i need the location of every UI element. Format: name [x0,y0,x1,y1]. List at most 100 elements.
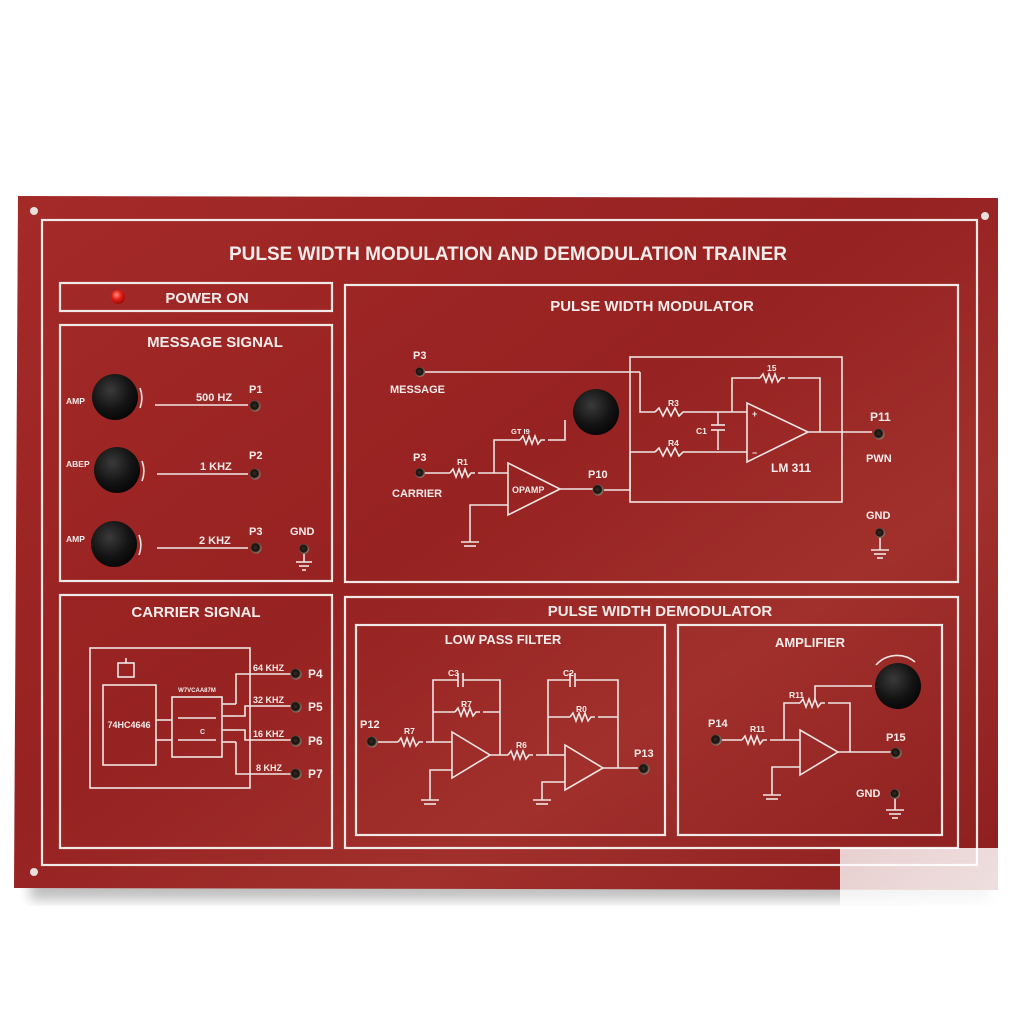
pot-label: GT I9 [511,427,530,436]
lpf-title: LOW PASS FILTER [445,632,562,647]
amplifier-opamp [799,728,840,777]
demodulator-title: PULSE WIDTH DEMODULATOR [548,603,773,620]
opamp-triangle [507,461,562,517]
carrier-signal-panel: CARRIER SIGNAL 74HC4646 W7VCAA87M C 64 K… [58,593,334,850]
jack-p5[interactable] [290,701,302,713]
jack-p15[interactable] [890,747,902,759]
jack-gnd-message[interactable] [299,544,309,554]
port-label: P2 [249,450,262,462]
modulator-title: PULSE WIDTH MODULATOR [550,298,754,315]
cap-label: C1 [696,426,707,436]
freq-label: 500 HZ [196,392,232,404]
jack-gnd-modulator[interactable] [875,528,885,538]
pcb-board [14,196,998,890]
resistor-label: R11 [789,690,804,700]
svg-text:+: + [752,409,757,419]
pwm-label: PWN [866,453,892,465]
lpf-opamp-1 [451,730,492,780]
port-label: P13 [634,748,654,760]
port-label: P10 [588,469,608,481]
knob-label: AMP [66,534,85,544]
port-label: P11 [870,410,891,424]
mounting-hole-icon [981,212,989,220]
port-label: P7 [308,767,323,781]
svg-text:−: − [752,448,757,458]
cap-label: C [200,729,205,736]
amplitude-knob-2khz[interactable] [91,521,137,567]
lpf-opamp-2 [564,743,605,792]
jack-p6[interactable] [290,735,302,747]
port-label: P12 [360,719,380,731]
resistor-label: R6 [516,740,527,750]
oscillator-chip [102,684,157,766]
freq-label: 32 KHZ [253,695,285,705]
jack-p3-message[interactable] [250,542,262,554]
resistor-label: R3 [668,398,679,408]
cap-label: C2 [563,668,574,678]
jack-p10[interactable] [592,484,604,496]
resistor-label: R7 [404,726,415,736]
gnd-label: GND [856,788,881,800]
knob-label: AMP [66,396,85,406]
gnd-label: GND [866,510,891,522]
message-signal-panel: MESSAGE SIGNAL AMP 500 HZ P1 ABEP 1 KHZ … [58,323,334,583]
message-signal-title: MESSAGE SIGNAL [147,334,283,351]
port-label: P3 [413,350,426,362]
port-label: P4 [308,667,323,681]
carrier-signal-title: CARRIER SIGNAL [131,604,260,621]
gain-knob[interactable] [875,663,921,709]
opamp-label: OPAMP [512,485,544,495]
jack-p4[interactable] [290,668,302,680]
port-label: P5 [308,700,323,714]
jack-p3-mod-message[interactable] [415,367,425,377]
jack-p3-mod-carrier[interactable] [415,468,425,478]
amplitude-knob-1khz[interactable] [94,447,140,493]
gnd-label: GND [290,526,315,538]
comparator-label: LM 311 [771,461,811,475]
mounting-hole-icon [30,207,38,215]
jack-gnd-amplifier[interactable] [890,789,900,799]
comparator-lm311 [746,401,810,464]
mounting-hole-icon [30,868,38,876]
resistor-label: R4 [668,438,679,448]
port-label: P1 [249,384,262,396]
resistor-label: 15 [767,363,777,373]
port-label: P15 [886,732,906,744]
freq-label: 1 KHZ [200,461,232,473]
watermark-fade [840,848,1024,1024]
chip-label: 74HC4646 [107,720,150,730]
resistor-label: R1 [457,457,468,467]
chip-label: W7VCAA87M [178,688,216,694]
duty-cycle-knob[interactable] [573,389,619,435]
jack-p2[interactable] [249,468,261,480]
jack-p1[interactable] [249,400,261,412]
divider-chip [171,696,223,758]
resistor-label: R11 [750,724,765,734]
resistor-label: R0 [576,704,587,714]
jack-p12[interactable] [366,736,378,748]
freq-label: 8 KHZ [256,763,283,773]
port-label: P6 [308,734,323,748]
amplifier-title: AMPLIFIER [775,635,846,650]
jack-p11-pwm-out[interactable] [873,428,885,440]
message-label: MESSAGE [390,384,445,396]
port-label: P3 [249,526,262,538]
amplitude-knob-500hz[interactable] [92,374,138,420]
board-title: PULSE WIDTH MODULATION AND DEMODULATION … [229,244,787,265]
demodulator-panel: PULSE WIDTH DEMODULATOR LOW PASS FILTER … [343,595,960,850]
cap-label: C3 [448,668,459,678]
freq-label: 16 KHZ [253,729,285,739]
modulator-panel: PULSE WIDTH MODULATOR P3 MESSAGE R3 C1 R… [343,283,960,584]
jack-p7[interactable] [290,768,302,780]
knob-label: ABEP [66,459,90,469]
jack-p14[interactable] [710,734,722,746]
power-led-icon [111,290,125,304]
power-on-label: POWER ON [165,290,248,307]
port-label: P3 [413,452,426,464]
port-label: P14 [708,718,728,730]
freq-label: 64 KHZ [253,663,285,673]
freq-label: 2 KHZ [199,535,231,547]
jack-p13[interactable] [638,763,650,775]
carrier-label: CARRIER [392,488,442,500]
